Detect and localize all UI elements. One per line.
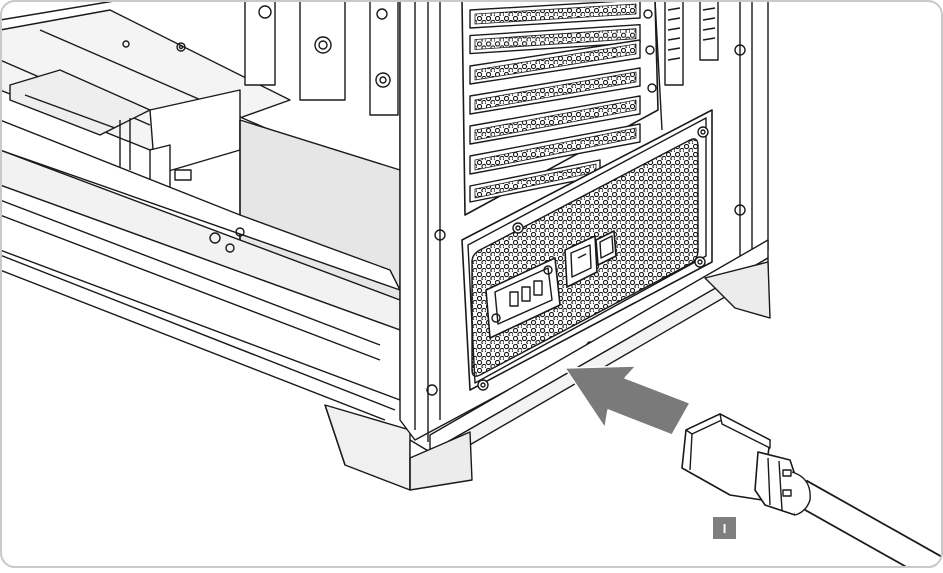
c13-plug[interactable]: [681, 413, 811, 516]
case-foot-right: [704, 261, 771, 319]
callout-label: I: [713, 517, 736, 539]
power-cable[interactable]: [681, 413, 942, 568]
expansion-slots: [461, 0, 663, 216]
insertion-arrow: [564, 365, 691, 436]
ac-inlet[interactable]: [485, 257, 561, 339]
power-switch[interactable]: [564, 235, 598, 288]
case-base: [409, 239, 771, 491]
callout-label-text: I: [723, 521, 727, 536]
psu-rocker-switch[interactable]: [595, 230, 617, 266]
power-supply: [461, 109, 713, 391]
vent-slots-right: [664, 0, 719, 86]
case-interior-left: [0, 0, 411, 491]
